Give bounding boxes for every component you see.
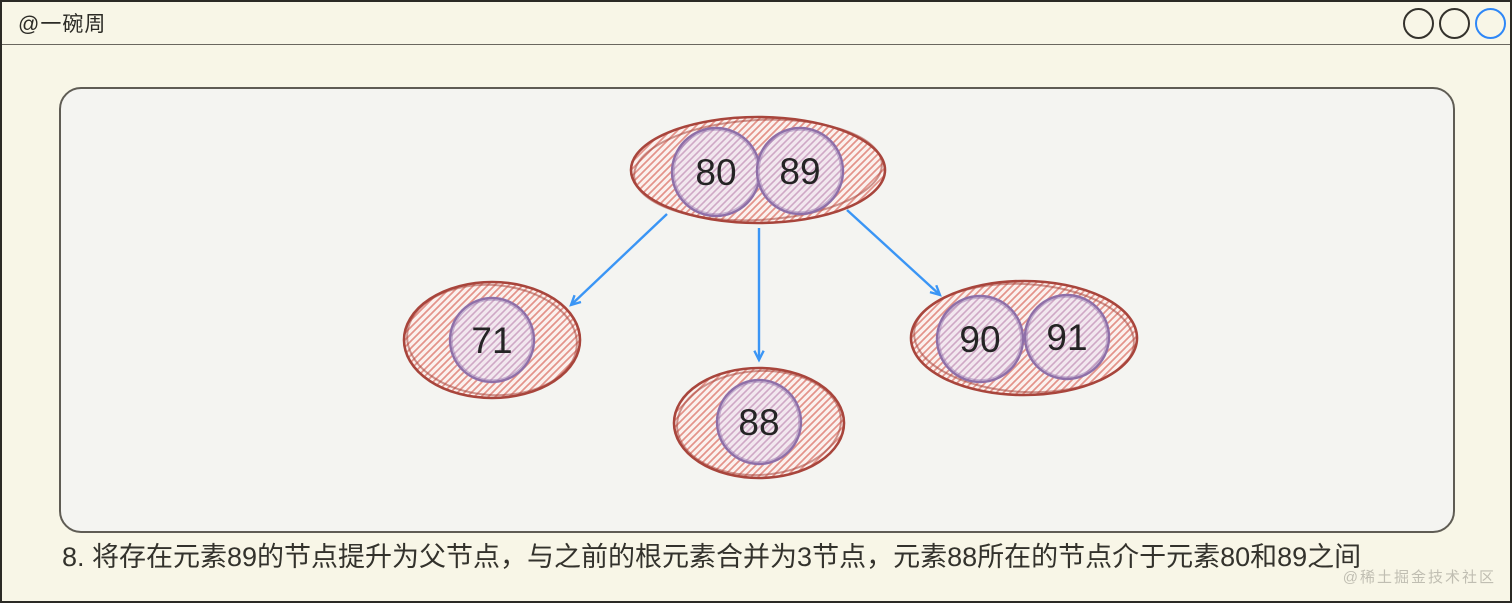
- key-88: 88: [738, 402, 779, 443]
- key-90: 90: [959, 319, 1000, 360]
- window-control-circle-3[interactable]: [1475, 7, 1506, 39]
- key-91: 91: [1046, 317, 1087, 358]
- window-control-circle-2[interactable]: [1439, 7, 1470, 39]
- step-caption: 8. 将存在元素89的节点提升为父节点，与之前的根元素合并为3节点，元素88所在…: [62, 542, 1362, 572]
- edge-root-to-left: [571, 213, 668, 305]
- diagram-canvas: 80 89 71 88: [59, 87, 1455, 533]
- key-89: 89: [779, 151, 820, 192]
- tree-diagram: 80 89 71 88: [402, 115, 1139, 480]
- tree-node-right: 90 91: [909, 279, 1139, 397]
- tree-node-middle: 88: [672, 366, 846, 480]
- window-control-circle-1[interactable]: [1403, 7, 1434, 39]
- tree-node-root: 80 89: [629, 115, 887, 225]
- key-71: 71: [471, 320, 512, 361]
- window-controls: [1403, 7, 1506, 39]
- key-80: 80: [695, 152, 736, 193]
- edge-root-to-right: [846, 209, 940, 295]
- tree-node-left: 71: [402, 280, 582, 400]
- watermark: @稀土掘金技术社区: [1342, 569, 1496, 586]
- title-bar: @一碗周: [2, 2, 1510, 45]
- author-handle: @一碗周: [18, 13, 107, 36]
